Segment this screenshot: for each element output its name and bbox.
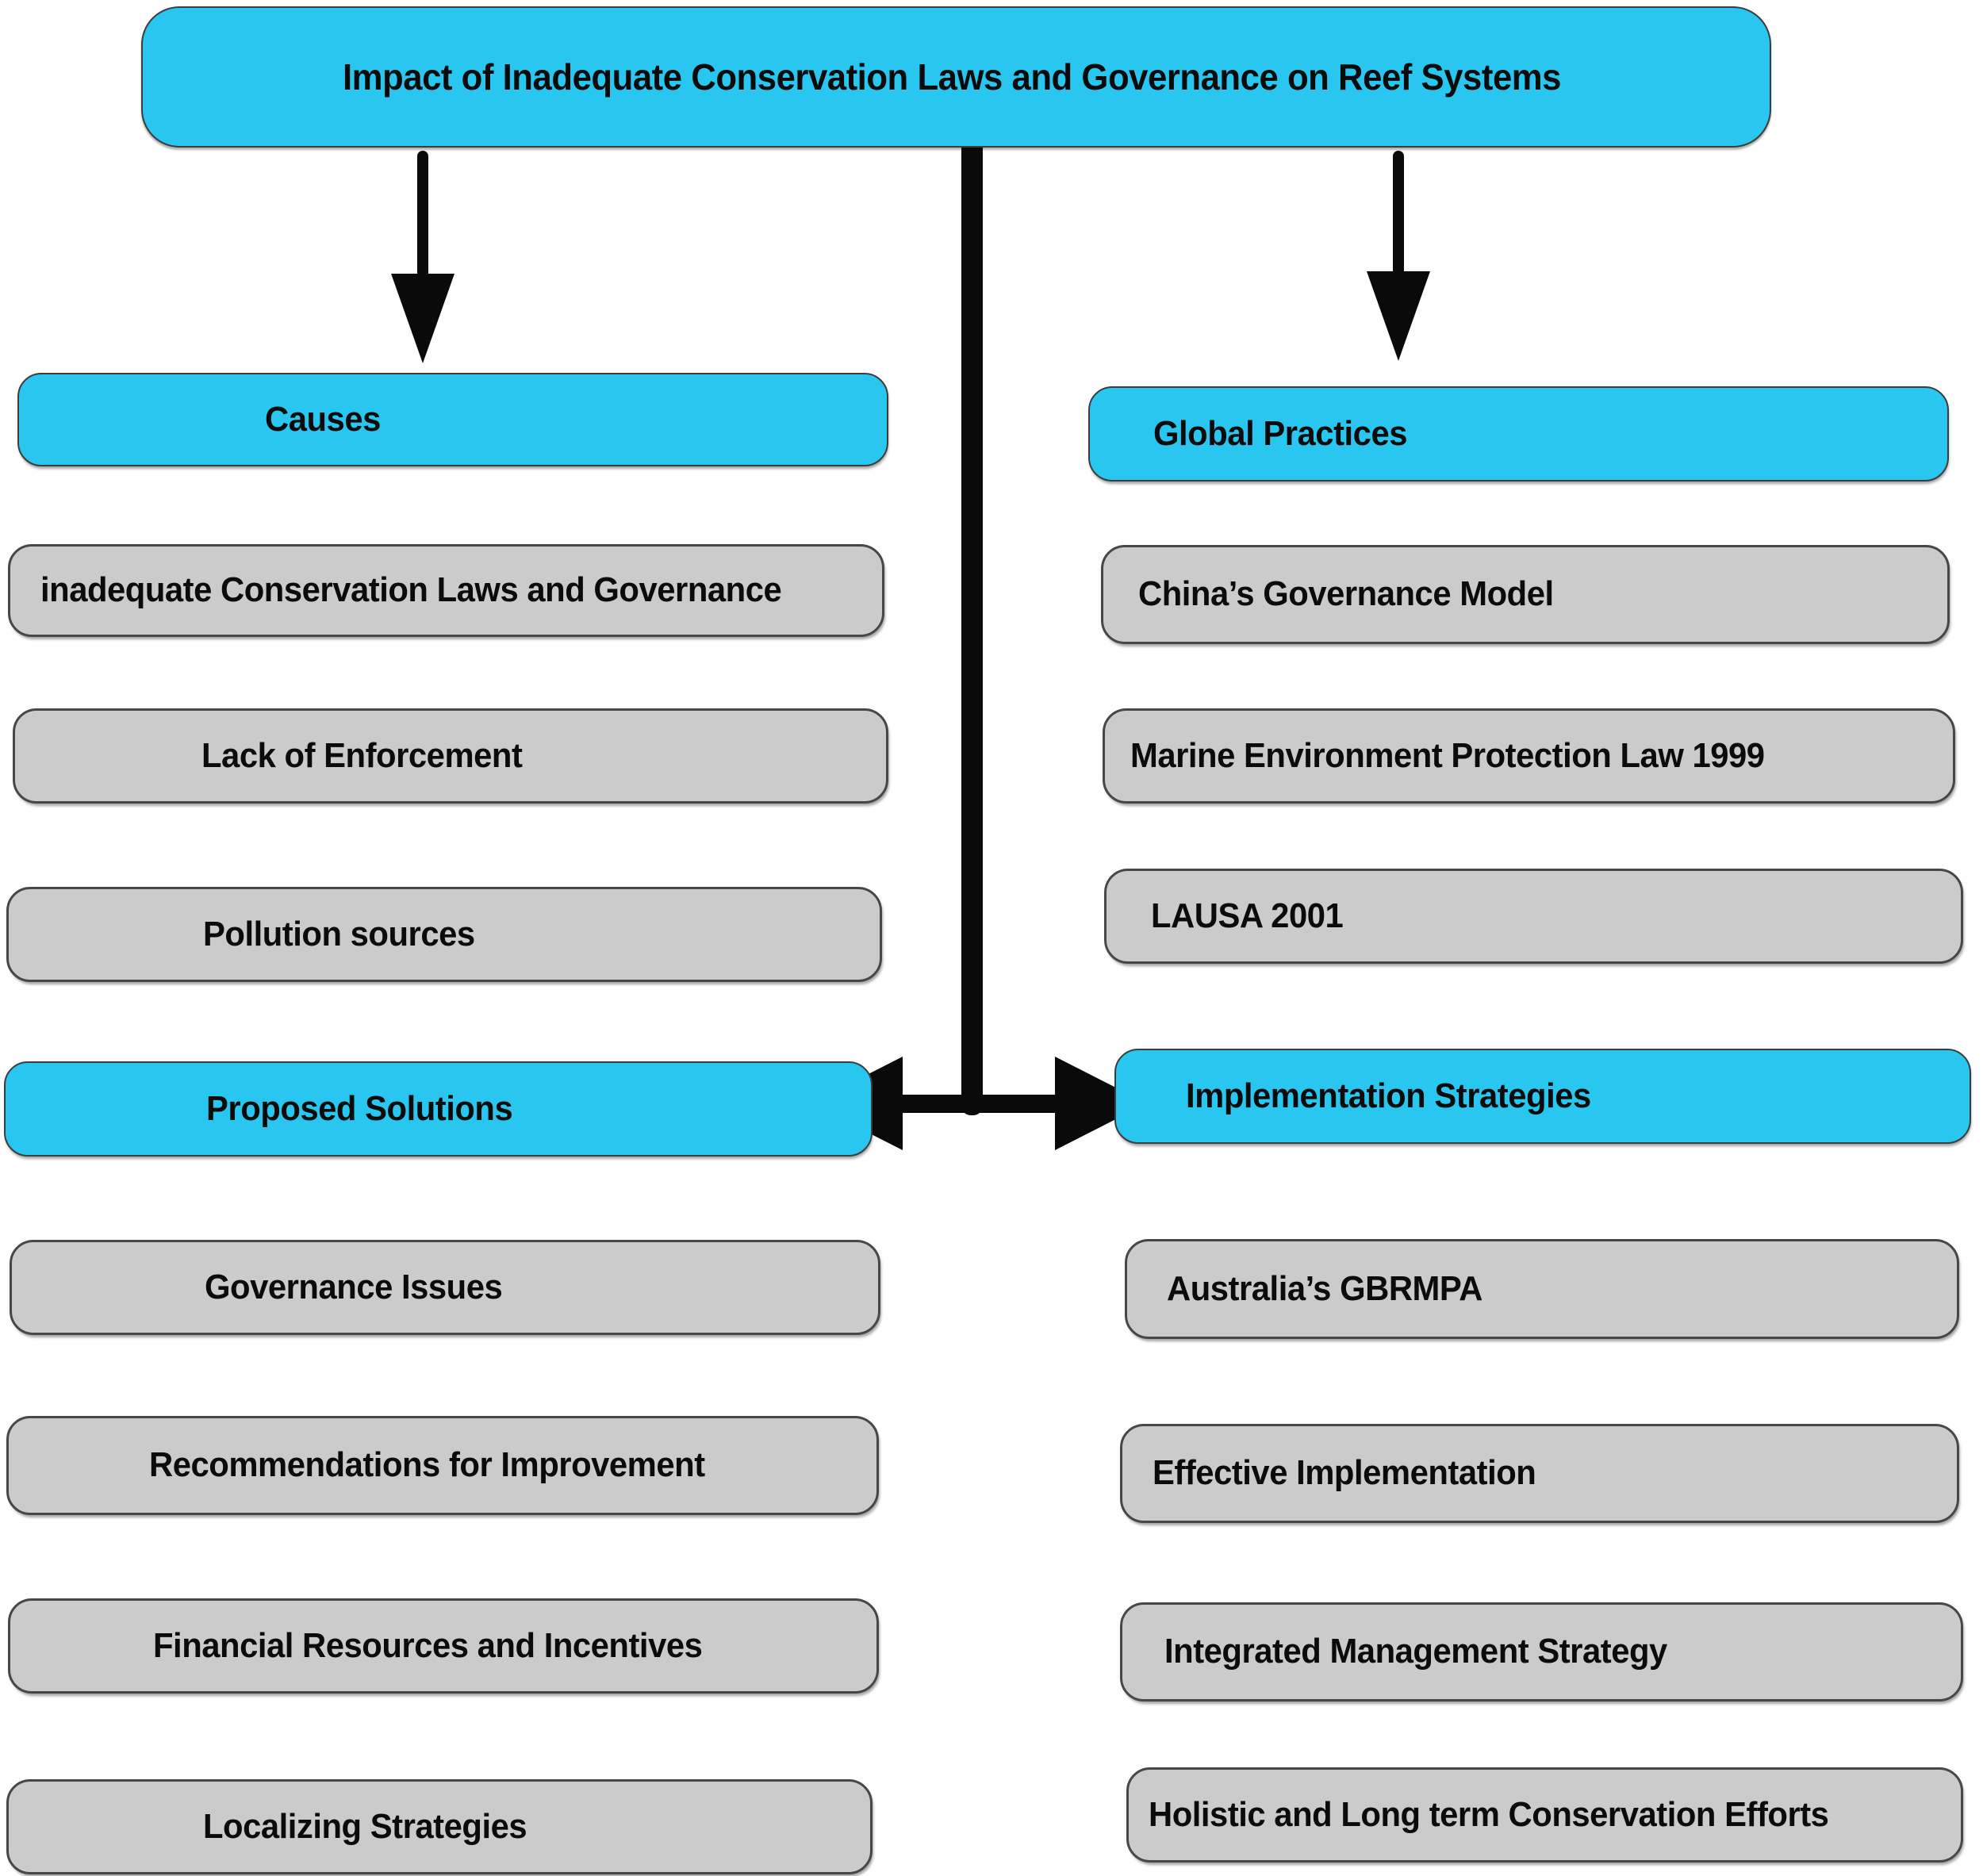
cause-node-lack-of-enforcement: Lack of Enforcement bbox=[13, 708, 888, 804]
bidirectional-arrow-shaft bbox=[901, 1095, 1055, 1113]
causes-header-label: Causes bbox=[265, 399, 381, 439]
cause-node-pollution-sources: Pollution sources bbox=[6, 887, 882, 982]
vertical-connector-line bbox=[961, 146, 983, 1115]
strategy-label: Australia’s GBRMPA bbox=[1167, 1268, 1482, 1308]
solution-label: Localizing Strategies bbox=[203, 1806, 527, 1846]
strategy-label: Holistic and Long term Conservation Effo… bbox=[1149, 1794, 1829, 1834]
proposed-solutions-header-node: Proposed Solutions bbox=[4, 1061, 873, 1157]
practice-node-marine-law-1999: Marine Environment Protection Law 1999 bbox=[1103, 708, 1955, 804]
implementation-strategies-header-node: Implementation Strategies bbox=[1114, 1049, 1971, 1144]
proposed-solutions-header-label: Proposed Solutions bbox=[206, 1088, 513, 1128]
practice-node-china-governance: China’s Governance Model bbox=[1101, 545, 1950, 644]
strategy-node-effective-implementation: Effective Implementation bbox=[1120, 1424, 1959, 1523]
practice-label: LAUSA 2001 bbox=[1151, 896, 1344, 935]
arrow-title-to-causes-shaft bbox=[417, 151, 428, 278]
arrow-title-to-causes-head bbox=[391, 274, 455, 363]
cause-label: Lack of Enforcement bbox=[201, 735, 523, 775]
practice-label: Marine Environment Protection Law 1999 bbox=[1130, 735, 1765, 775]
cause-node-inadequate-laws: inadequate Conservation Laws and Governa… bbox=[8, 544, 884, 637]
solution-node-governance-issues: Governance Issues bbox=[10, 1240, 880, 1335]
strategy-node-australia-gbrmpa: Australia’s GBRMPA bbox=[1125, 1239, 1959, 1339]
strategy-label: Effective Implementation bbox=[1153, 1453, 1536, 1493]
solution-label: Governance Issues bbox=[205, 1267, 503, 1306]
practice-label: China’s Governance Model bbox=[1138, 574, 1554, 614]
cause-label: inadequate Conservation Laws and Governa… bbox=[40, 570, 782, 610]
title-node: Impact of Inadequate Conservation Laws a… bbox=[141, 6, 1771, 148]
strategy-label: Integrated Management Strategy bbox=[1164, 1632, 1667, 1671]
global-practices-header-label: Global Practices bbox=[1153, 413, 1407, 453]
solution-label: Recommendations for Improvement bbox=[149, 1445, 705, 1485]
global-practices-header-node: Global Practices bbox=[1088, 386, 1949, 481]
cause-label: Pollution sources bbox=[203, 914, 475, 953]
practice-node-lausa-2001: LAUSA 2001 bbox=[1104, 869, 1963, 964]
causes-header-node: Causes bbox=[17, 373, 888, 466]
arrow-title-to-global-practices-head bbox=[1367, 271, 1430, 361]
title-label: Impact of Inadequate Conservation Laws a… bbox=[343, 56, 1561, 98]
arrow-title-to-global-practices-shaft bbox=[1393, 151, 1404, 276]
solution-label: Financial Resources and Incentives bbox=[153, 1625, 703, 1665]
implementation-strategies-header-label: Implementation Strategies bbox=[1186, 1076, 1591, 1115]
solution-node-localizing-strategies: Localizing Strategies bbox=[6, 1779, 873, 1874]
strategy-node-integrated-management: Integrated Management Strategy bbox=[1120, 1602, 1963, 1701]
solution-node-recommendations: Recommendations for Improvement bbox=[6, 1416, 879, 1515]
strategy-node-holistic-conservation: Holistic and Long term Conservation Effo… bbox=[1126, 1767, 1963, 1863]
solution-node-financial-resources: Financial Resources and Incentives bbox=[8, 1598, 879, 1694]
